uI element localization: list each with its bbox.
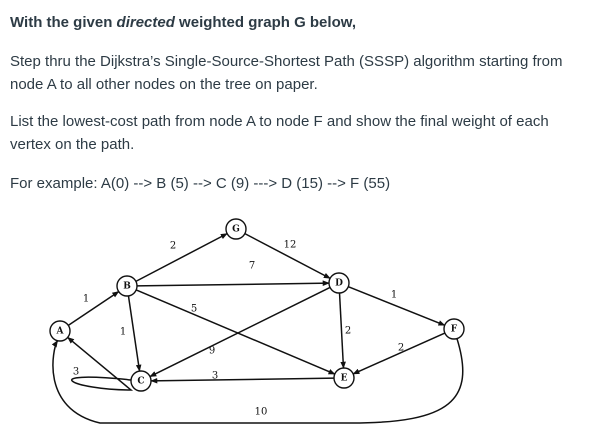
edge-d-to-c xyxy=(149,286,331,378)
heading-emphasis: directed xyxy=(116,14,175,31)
edges-layer xyxy=(51,232,464,424)
edge-c-to-a xyxy=(67,336,134,391)
heading-part-2: weighted graph G below, xyxy=(174,14,357,31)
example-line: For example: A(0) --> B (5) --> C (9) --… xyxy=(10,175,391,192)
edge-b-to-g xyxy=(135,232,228,283)
node-circle xyxy=(116,275,138,297)
node-b: B xyxy=(116,275,138,297)
edge-e-to-c xyxy=(150,377,335,384)
node-circle xyxy=(49,320,71,342)
node-d: D xyxy=(328,272,350,294)
task-paragraph: List the lowest-cost path from node A to… xyxy=(10,113,549,153)
node-circle xyxy=(130,370,152,392)
node-circle xyxy=(443,318,465,340)
node-label: C xyxy=(137,377,144,387)
node-f: F xyxy=(443,318,465,340)
edge-d-to-f xyxy=(348,286,446,326)
edge-weight-d-f: 1 xyxy=(391,290,397,301)
edge-weight-b-e: 5 xyxy=(191,304,197,315)
node-label: E xyxy=(341,374,348,384)
node-label: G xyxy=(232,225,240,235)
edge-weight-f-a: 10 xyxy=(255,407,268,418)
edge-b-to-d xyxy=(136,280,330,287)
edge-weight-f-e: 2 xyxy=(398,343,404,354)
edge-d-to-e xyxy=(338,292,346,369)
edge-g-to-d xyxy=(244,232,331,280)
node-label: B xyxy=(123,282,131,292)
edge-weight-g-d: 12 xyxy=(284,240,297,251)
node-label: D xyxy=(335,279,343,289)
edge-weight-b-g: 2 xyxy=(170,241,176,252)
edge-weight-e-c: 3 xyxy=(212,371,218,382)
instruction-paragraph: Step thru the Dijkstra’s Single-Source-S… xyxy=(10,53,563,93)
node-g: G xyxy=(225,218,247,240)
node-e: E xyxy=(333,367,355,389)
edge-weight-b-c: 1 xyxy=(120,327,126,338)
edge-a-to-b xyxy=(67,290,120,327)
edge-weight-c-a: 3 xyxy=(73,367,79,378)
nodes-layer: A B C D E F G xyxy=(49,218,465,392)
node-circle xyxy=(333,367,355,389)
node-circle xyxy=(328,272,350,294)
edge-weight-b-d: 7 xyxy=(249,261,255,272)
node-circle xyxy=(225,218,247,240)
question-heading: With the given directed weighted graph G… xyxy=(10,14,356,31)
node-label: A xyxy=(56,327,65,337)
node-c: C xyxy=(130,370,152,392)
edge-f-to-a xyxy=(51,338,464,424)
edge-b-to-e xyxy=(135,289,336,375)
node-label: F xyxy=(451,325,458,335)
edge-f-to-e xyxy=(352,332,446,375)
edge-weight-a-b: 1 xyxy=(83,294,89,305)
node-a: A xyxy=(49,320,71,342)
edge-weight-d-c: 9 xyxy=(209,346,215,357)
edge-b-to-c xyxy=(127,295,142,372)
heading-part-1: With the given xyxy=(10,14,117,31)
edge-weight-d-e: 2 xyxy=(345,326,351,337)
